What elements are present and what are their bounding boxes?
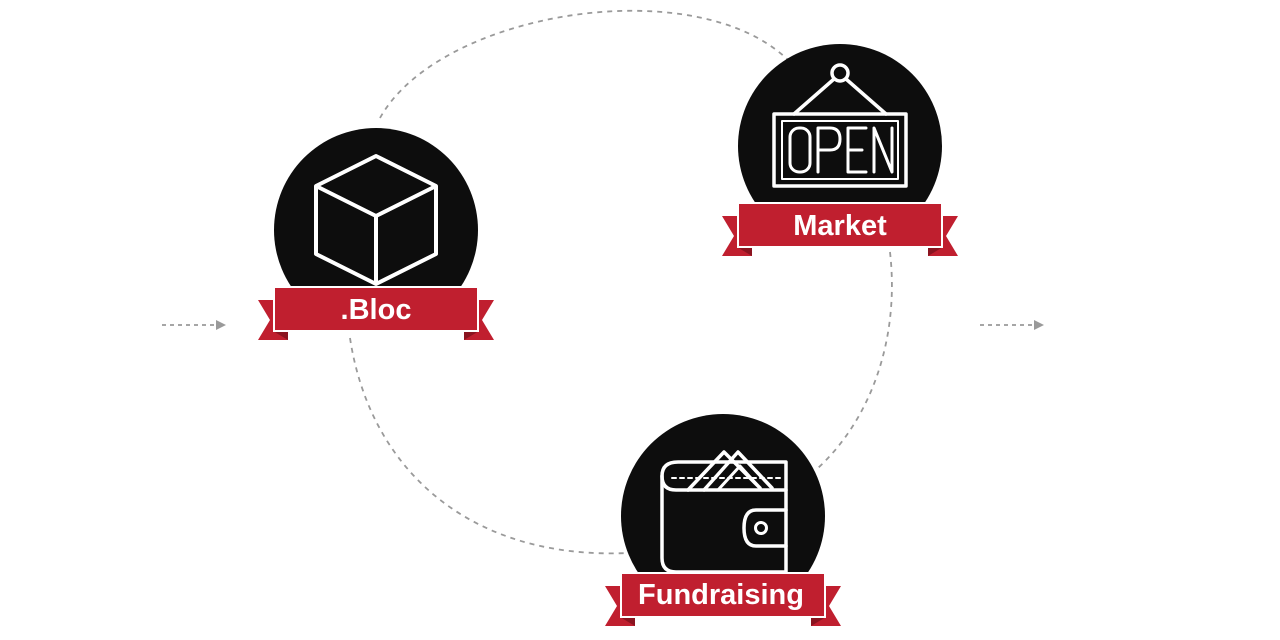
- label-ribbon: [722, 202, 958, 256]
- node-circle: [621, 414, 825, 618]
- label-ribbon: [605, 572, 841, 626]
- node-fundraising: Fundraising: [605, 414, 841, 626]
- node-market: Market: [722, 44, 958, 256]
- cycle-ring: [379, 9, 791, 119]
- cycle-ring: [817, 251, 893, 469]
- node-label: Fundraising: [638, 579, 804, 611]
- open-sign-icon: [772, 63, 908, 188]
- cycle-ring: [349, 337, 629, 555]
- node-label: .Bloc: [341, 294, 412, 326]
- cube-icon: [314, 154, 438, 286]
- node-label: Market: [793, 210, 887, 242]
- node-bloc: .Bloc: [258, 128, 494, 340]
- label-ribbon: [258, 286, 494, 340]
